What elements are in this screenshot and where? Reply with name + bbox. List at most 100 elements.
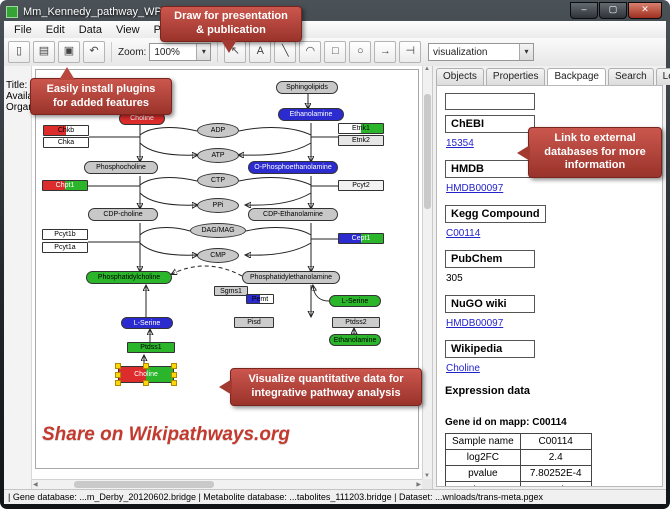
callout-visualize-text: Visualize quantitative data for integrat… xyxy=(248,373,404,399)
label-tool[interactable]: A xyxy=(249,41,272,63)
node-pisd[interactable]: Pisd xyxy=(234,317,274,328)
arrow-tool[interactable]: → xyxy=(374,41,397,63)
node-phosphatidylethanolamine[interactable]: Phosphatidylethanolamine xyxy=(242,271,340,284)
node-pcyt1b[interactable]: Pcyt1b xyxy=(42,229,88,240)
node-ptdss2[interactable]: Ptdss2 xyxy=(332,317,380,328)
node-cept1[interactable]: Cept1 xyxy=(338,233,384,244)
node-l-serine[interactable]: L-Serine xyxy=(329,295,381,307)
save-button[interactable]: ▣ xyxy=(58,41,80,63)
zoom-select[interactable]: 100% xyxy=(149,43,212,61)
selection-handle[interactable] xyxy=(171,363,177,369)
pathway-edge xyxy=(139,177,198,186)
selection-handle[interactable] xyxy=(171,371,177,378)
sidebar-tabs: ObjectsPropertiesBackpageSearchLegend xyxy=(433,66,670,85)
node-dag-mag[interactable]: DAG/MAG xyxy=(190,223,246,238)
backpage-link[interactable]: HMDB00097 xyxy=(446,183,504,194)
backpage-link[interactable]: 15354 xyxy=(446,138,474,149)
arc-tool[interactable]: ◠ xyxy=(299,41,322,63)
callout-databases-text: Link to external databases for more info… xyxy=(544,131,646,172)
node-ptdss1[interactable]: Ptdss1 xyxy=(127,342,175,353)
node-chkb[interactable]: Chkb xyxy=(43,125,89,136)
menu-view[interactable]: View xyxy=(115,23,140,36)
title-bar[interactable]: Mm_Kennedy_pathway_WP1771_45176.gp –▢✕ xyxy=(4,2,666,21)
node-ethanolamine[interactable]: Ethanolamine xyxy=(329,334,381,346)
node-cmp[interactable]: CMP xyxy=(197,248,239,263)
chevron-down-icon[interactable] xyxy=(196,44,211,60)
backpage-link[interactable]: Choline xyxy=(446,363,480,374)
tbar-tool[interactable]: ⊣ xyxy=(399,41,422,63)
menu-file[interactable]: File xyxy=(14,23,32,36)
node-ppi[interactable]: PPi xyxy=(197,198,239,213)
vertical-scrollbar-thumb[interactable] xyxy=(424,94,431,209)
maximize-button[interactable]: ▢ xyxy=(599,2,627,19)
selection-handle[interactable] xyxy=(143,363,149,369)
table-cell: Sample name xyxy=(445,433,521,450)
tab-search[interactable]: Search xyxy=(607,68,654,85)
tab-backpage[interactable]: Backpage xyxy=(547,68,606,85)
chevron-down-icon[interactable] xyxy=(519,44,533,60)
vertical-scrollbar[interactable] xyxy=(422,66,432,479)
menu-data[interactable]: Data xyxy=(78,23,102,36)
node-ctp[interactable]: CTP xyxy=(197,173,239,188)
pathway-edge xyxy=(239,142,312,155)
node-sphingolipids[interactable]: Sphingolipids xyxy=(276,81,338,94)
node-cdp-ethanolamine[interactable]: CDP-Ethanolamine xyxy=(248,208,338,221)
left-panel-label: Organism xyxy=(6,102,31,113)
backpage-link[interactable]: HMDB00097 xyxy=(446,318,504,329)
rect-tool[interactable]: □ xyxy=(324,41,347,63)
new-button[interactable]: ▯ xyxy=(8,41,30,63)
node-adp[interactable]: ADP xyxy=(197,123,239,138)
tab-objects[interactable]: Objects xyxy=(436,68,484,85)
node-ethanolamine[interactable]: Ethanolamine xyxy=(278,108,344,121)
selection-handle[interactable] xyxy=(115,363,121,369)
close-button[interactable]: ✕ xyxy=(628,2,662,19)
line-tool[interactable]: ╲ xyxy=(274,41,297,63)
expression-gene-id: Gene id on mapp: C00114 xyxy=(445,417,567,428)
backpage-link[interactable]: C00114 xyxy=(446,228,481,239)
selection-handle[interactable] xyxy=(143,380,149,386)
visualization-value: visualization xyxy=(433,46,488,58)
selection-handle[interactable] xyxy=(115,380,121,386)
node-atp[interactable]: ATP xyxy=(197,148,239,163)
selection-handle[interactable] xyxy=(171,380,177,386)
node-o-phosphoethanolamine[interactable]: O-Phosphoethanolamine xyxy=(248,161,338,174)
ellipse-tool[interactable]: ○ xyxy=(349,41,372,63)
table-cell: type xyxy=(445,481,521,486)
backpage-section-header: HMDB xyxy=(445,160,535,178)
node-pemt[interactable]: Pemt xyxy=(246,294,274,304)
node-etnk1[interactable]: Etnk1 xyxy=(338,123,384,134)
callout-plugins-text: Easily install plugins for added feature… xyxy=(46,82,156,109)
horizontal-scrollbar[interactable] xyxy=(32,479,422,489)
node-etnk2[interactable]: Etnk2 xyxy=(338,135,384,146)
open-button[interactable]: ▤ xyxy=(33,41,55,63)
node-phosphatidylcholine[interactable]: Phosphatidylcholine xyxy=(86,271,172,284)
node-chpt1[interactable]: Chpt1 xyxy=(42,180,88,191)
horizontal-scrollbar-thumb[interactable] xyxy=(74,481,214,488)
callout-plugins: Easily install plugins for added feature… xyxy=(30,67,172,115)
node-phosphocholine[interactable]: Phosphocholine xyxy=(84,161,158,174)
node-cdp-choline[interactable]: CDP-choline xyxy=(88,208,158,221)
selection-handle[interactable] xyxy=(115,371,121,378)
toolbar-separator xyxy=(217,42,219,62)
undo-button[interactable]: ↶ xyxy=(83,41,105,63)
backpage-section-header: NuGO wiki xyxy=(445,295,535,313)
toolbar: ▯▤▣↶ Zoom: 100% ↖A╲◠□○→⊣ visualization xyxy=(4,38,666,67)
tab-legend[interactable]: Legend xyxy=(655,68,670,85)
node-pcyt2[interactable]: Pcyt2 xyxy=(338,180,384,191)
minimize-button[interactable]: – xyxy=(570,2,598,19)
node-l-serine[interactable]: L-Serine xyxy=(121,317,173,329)
node-chka[interactable]: Chka xyxy=(43,137,89,148)
node-sgms1[interactable]: Sgms1 xyxy=(214,286,248,296)
tab-properties[interactable]: Properties xyxy=(485,68,546,85)
node-pcyt1a[interactable]: Pcyt1a xyxy=(42,242,88,253)
visualization-select[interactable]: visualization xyxy=(428,43,534,61)
menu-edit[interactable]: Edit xyxy=(45,23,65,36)
